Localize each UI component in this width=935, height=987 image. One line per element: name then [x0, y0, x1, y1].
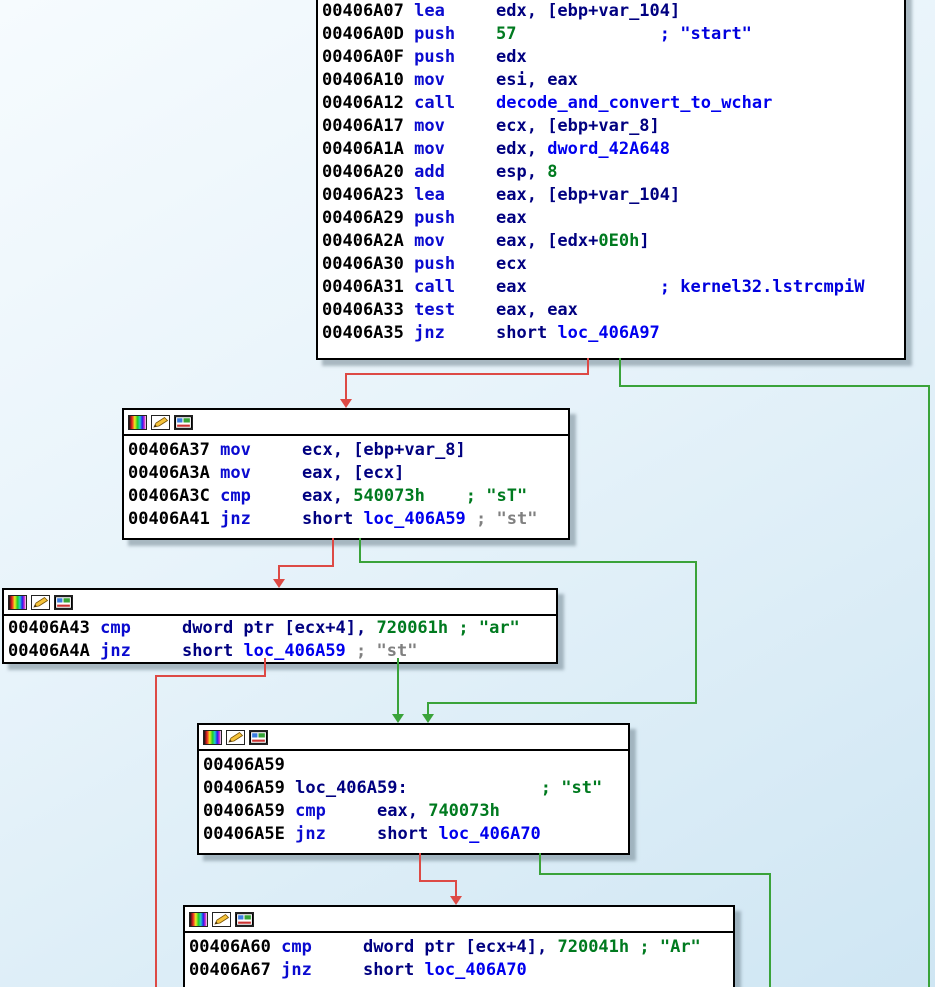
asm-line[interactable]: 00406A43 cmp dword ptr [ecx+4], 720061h …: [8, 618, 520, 638]
node-header: [124, 410, 568, 436]
asm-line[interactable]: 00406A29 push eax: [322, 208, 527, 228]
disassembly-code: 00406A60 cmp dword ptr [ecx+4], 720041h …: [185, 933, 733, 982]
asm-line[interactable]: 00406A67 jnz short loc_406A70: [189, 960, 527, 980]
asm-line[interactable]: 00406A12 call decode_and_convert_to_wcha…: [322, 93, 773, 113]
disassembly-code: 00406A43 cmp dword ptr [ecx+4], 720061h …: [4, 616, 556, 663]
edit-node-icon[interactable]: [226, 729, 245, 745]
edge-true-406A35-loc406A97: [619, 358, 930, 987]
disassembly-code: 00406A07 lea edx, [ebp+var_104] 00406A0D …: [318, 0, 904, 345]
asm-line[interactable]: 00406A33 test eax, eax: [322, 300, 578, 320]
node-header: [4, 590, 556, 616]
asm-line[interactable]: 00406A10 mov esi, eax: [322, 70, 578, 90]
asm-line[interactable]: 00406A0D push 57 ; "start": [322, 24, 752, 44]
asm-line[interactable]: 00406A3C cmp eax, 540073h ; "sT": [128, 486, 528, 506]
node-color-icon[interactable]: [8, 594, 27, 610]
edge-false-406A35-406A37: [345, 358, 589, 400]
asm-line[interactable]: 00406A30 push ecx: [322, 254, 527, 274]
node-color-icon[interactable]: [203, 729, 222, 745]
edge-arrow: [422, 714, 434, 723]
asm-line[interactable]: 00406A35 jnz short loc_406A97: [322, 323, 660, 343]
group-node-icon[interactable]: [249, 729, 268, 745]
asm-line[interactable]: 00406A60 cmp dword ptr [ecx+4], 720041h …: [189, 937, 701, 957]
basic-block-406A59[interactable]: 00406A59 00406A59 loc_406A59: ; "st" 00406…: [197, 723, 630, 855]
edge-arrow: [392, 714, 404, 723]
edit-node-icon[interactable]: [212, 911, 231, 927]
asm-line[interactable]: 00406A17 mov ecx, [ebp+var_8]: [322, 116, 660, 136]
group-node-icon[interactable]: [235, 911, 254, 927]
asm-line[interactable]: 00406A59 loc_406A59: ; "st": [203, 778, 603, 798]
edge-false-406A5E-406A60: [419, 853, 457, 897]
edge-arrow: [273, 579, 285, 588]
asm-line[interactable]: 00406A2A mov eax, [edx+0E0h]: [322, 231, 650, 251]
asm-line[interactable]: 00406A59 cmp eax, 740073h: [203, 801, 500, 821]
asm-line[interactable]: 00406A59: [203, 755, 285, 775]
node-color-icon[interactable]: [128, 414, 147, 430]
asm-line[interactable]: 00406A1A mov edx, dword_42A648: [322, 139, 671, 159]
asm-line[interactable]: 00406A4A jnz short loc_406A59 ; "st": [8, 641, 418, 661]
edit-node-icon[interactable]: [31, 594, 50, 610]
group-node-icon[interactable]: [54, 594, 73, 610]
edit-node-icon[interactable]: [151, 414, 170, 430]
asm-line[interactable]: 00406A3A mov eax, [ecx]: [128, 463, 405, 483]
group-node-icon[interactable]: [174, 414, 193, 430]
asm-line[interactable]: 00406A07 lea edx, [ebp+var_104]: [322, 1, 681, 21]
basic-block-406A60[interactable]: 00406A60 cmp dword ptr [ecx+4], 720041h …: [183, 905, 735, 987]
disassembly-code: 00406A37 mov ecx, [ebp+var_8] 00406A3A mo…: [124, 436, 568, 531]
asm-line[interactable]: 00406A20 add esp, 8: [322, 162, 558, 182]
edge-arrow: [340, 399, 352, 408]
asm-line[interactable]: 00406A23 lea eax, [ebp+var_104]: [322, 185, 681, 205]
disassembly-code: 00406A59 00406A59 loc_406A59: ; "st" 00406…: [199, 751, 628, 846]
basic-block-406A43[interactable]: 00406A43 cmp dword ptr [ecx+4], 720061h …: [2, 588, 558, 664]
edge-arrow: [450, 896, 462, 905]
basic-block-406A07[interactable]: 00406A07 lea edx, [ebp+var_104] 00406A0D …: [316, 0, 906, 360]
asm-line[interactable]: 00406A41 jnz short loc_406A59 ; "st": [128, 509, 538, 529]
node-color-icon[interactable]: [189, 911, 208, 927]
node-header: [199, 725, 628, 751]
node-header: [185, 907, 733, 933]
asm-line[interactable]: 00406A0F push edx: [322, 47, 527, 67]
basic-block-406A37[interactable]: 00406A37 mov ecx, [ebp+var_8] 00406A3A mo…: [122, 408, 570, 540]
edge-false-406A41-406A43: [278, 538, 334, 580]
asm-line[interactable]: 00406A5E jnz short loc_406A70: [203, 824, 541, 844]
asm-line[interactable]: 00406A31 call eax ; kernel32.lstrcmpiW: [322, 277, 865, 297]
asm-line[interactable]: 00406A37 mov ecx, [ebp+var_8]: [128, 440, 466, 460]
